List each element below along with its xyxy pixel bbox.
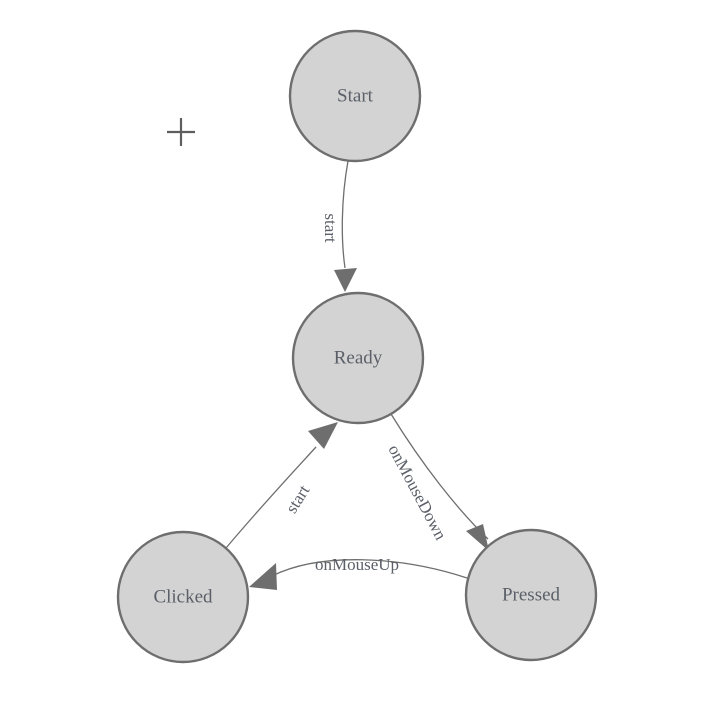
node-label-pressed: Pressed: [502, 584, 561, 605]
node-circle-start[interactable]: [288, 29, 422, 163]
edge-path-clicked-to-ready[interactable]: [225, 446, 317, 549]
node-label-clicked: Clicked: [153, 586, 213, 607]
edge-label-ready-to-pressed: onMouseDown: [384, 442, 450, 544]
node-label-start: Start: [337, 85, 374, 106]
plus-crosshair-icon: [167, 118, 195, 146]
edge-label-start-to-ready: start: [321, 213, 340, 243]
node-circle-clicked[interactable]: [116, 530, 250, 664]
node-circle-ready[interactable]: [291, 291, 425, 425]
arrowhead-pressed-to-clicked: [249, 563, 277, 590]
edge-label-pressed-to-clicked: onMouseUp: [315, 555, 399, 574]
edge-ready-to-pressed[interactable]: onMouseDown: [384, 413, 489, 551]
node-start[interactable]: Start: [288, 29, 422, 163]
arrowhead-ready-to-pressed: [466, 524, 489, 551]
node-pressed[interactable]: Pressed: [464, 528, 598, 662]
edge-path-pressed-to-clicked[interactable]: [271, 559, 468, 579]
edge-path-start-to-ready[interactable]: [341, 160, 349, 269]
edge-pressed-to-clicked[interactable]: onMouseUp: [249, 555, 468, 590]
node-ready[interactable]: Ready: [291, 291, 425, 425]
node-label-ready: Ready: [334, 347, 383, 368]
arrowhead-start-to-ready: [334, 268, 357, 292]
edge-clicked-to-ready[interactable]: start: [225, 422, 338, 549]
node-clicked[interactable]: Clicked: [116, 530, 250, 664]
arrowhead-clicked-to-ready: [308, 422, 338, 449]
edge-start-to-ready[interactable]: start: [321, 160, 357, 292]
edge-label-clicked-to-ready: start: [282, 481, 314, 516]
node-circle-pressed[interactable]: [464, 528, 598, 662]
